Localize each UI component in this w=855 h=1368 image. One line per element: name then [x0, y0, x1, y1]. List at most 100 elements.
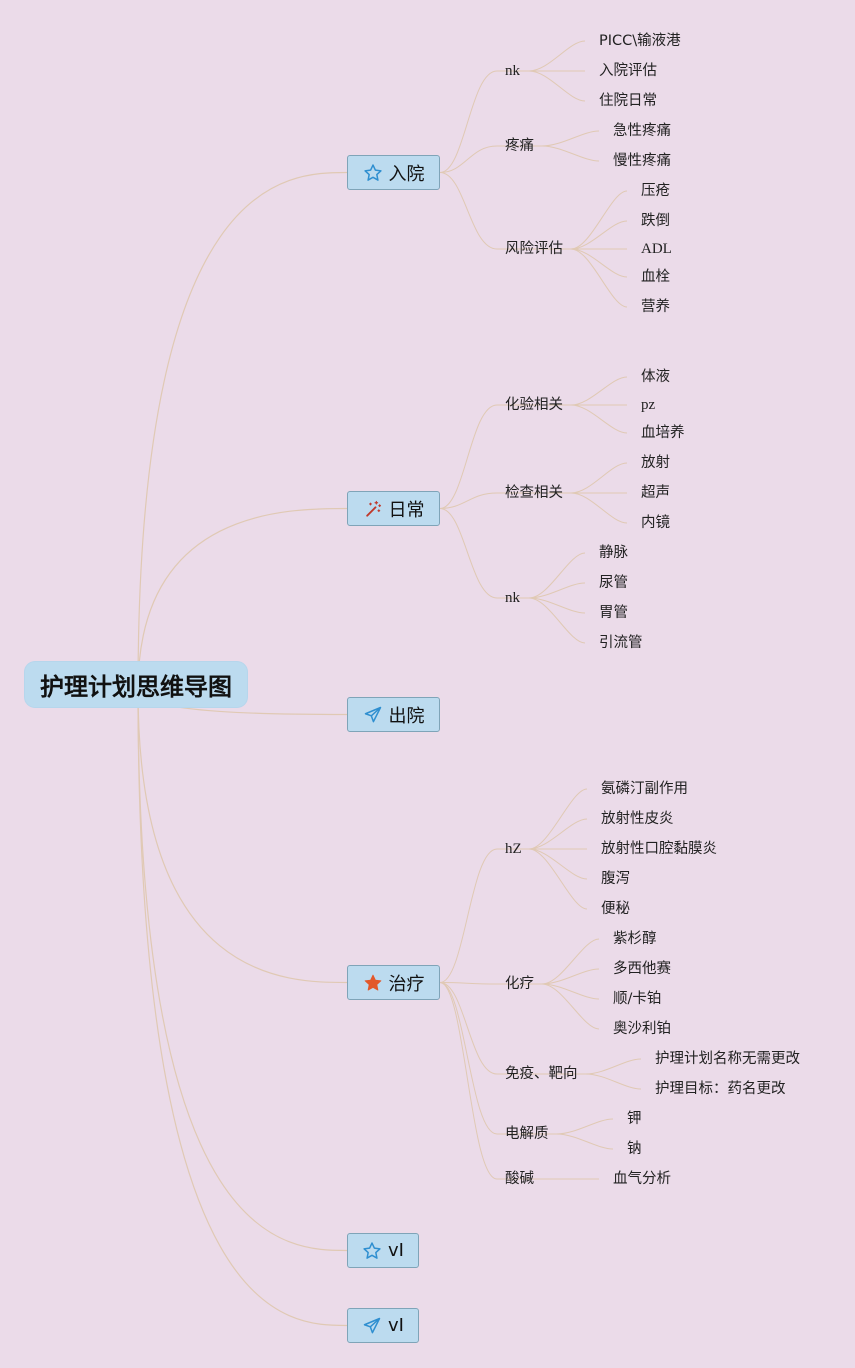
branch-label: 出院	[388, 705, 425, 727]
star-outline-icon	[362, 1241, 382, 1261]
leaf-topic[interactable]: 慢性疼痛	[613, 153, 671, 169]
connector-line	[137, 689, 348, 984]
subtopic[interactable]: hZ	[505, 841, 522, 857]
branch-label: 日常	[388, 499, 425, 521]
leaf-topic[interactable]: ADL	[641, 241, 672, 257]
leaf-topic[interactable]: 跌倒	[641, 213, 670, 229]
branch-label: vI	[388, 1240, 404, 1261]
leaf-topic[interactable]: 急性疼痛	[613, 123, 671, 139]
leaf-topic[interactable]: 营养	[641, 299, 670, 315]
branch-topic[interactable]: vI	[347, 1308, 419, 1343]
leaf-topic[interactable]: 腹泻	[601, 871, 630, 887]
connector-line	[439, 145, 498, 173]
leaf-topic[interactable]: 静脉	[599, 545, 628, 561]
connector-line	[528, 848, 588, 910]
connector-line	[570, 492, 628, 524]
connector-line	[585, 1073, 642, 1090]
branch-topic[interactable]: 日常	[347, 491, 440, 526]
connector-line	[570, 220, 628, 250]
leaf-topic[interactable]: 钠	[627, 1141, 642, 1157]
leaf-topic[interactable]: 护理目标：药名更改	[655, 1081, 786, 1097]
connector-line	[528, 818, 588, 850]
connector-line	[528, 552, 586, 599]
branch-label: vI	[388, 1315, 404, 1336]
branch-topic[interactable]: 出院	[347, 697, 440, 732]
connector-line	[439, 492, 498, 509]
leaf-topic[interactable]: 体液	[641, 369, 670, 385]
magic-wand-icon	[363, 499, 383, 519]
connector-line	[570, 404, 628, 434]
connector-line	[439, 172, 498, 250]
leaf-topic[interactable]: 引流管	[599, 635, 643, 651]
leaf-topic[interactable]: 多西他赛	[613, 961, 671, 977]
leaf-topic[interactable]: 内镜	[641, 515, 670, 531]
branch-topic[interactable]: 入院	[347, 155, 440, 190]
leaf-topic[interactable]: 压疮	[641, 183, 670, 199]
connector-line	[528, 582, 586, 599]
leaf-topic[interactable]: 便秘	[601, 901, 630, 917]
branch-label: 治疗	[388, 973, 425, 995]
connector-line	[585, 1058, 642, 1075]
leaf-topic[interactable]: 住院日常	[599, 93, 657, 109]
connector-line	[570, 190, 628, 250]
subtopic[interactable]: 酸碱	[505, 1171, 534, 1187]
subtopic[interactable]: 免疫、靶向	[505, 1066, 578, 1082]
leaf-topic[interactable]: 护理计划名称无需更改	[655, 1051, 800, 1067]
connector-line	[556, 1118, 614, 1135]
leaf-topic[interactable]: 顺/卡铂	[613, 991, 662, 1007]
root-topic[interactable]: 护理计划思维导图	[25, 662, 247, 707]
subtopic[interactable]: nk	[505, 590, 520, 606]
leaf-topic[interactable]: PICC\输液港	[599, 33, 681, 49]
leaf-topic[interactable]: 放射	[641, 455, 670, 471]
leaf-topic[interactable]: 血培养	[641, 425, 685, 441]
connector-line	[541, 130, 600, 147]
branch-topic[interactable]: 治疗	[347, 965, 440, 1000]
leaf-topic[interactable]: 入院评估	[599, 63, 657, 79]
connector-line	[528, 597, 586, 644]
leaf-topic[interactable]: 氨磷汀副作用	[601, 781, 688, 797]
leaf-topic[interactable]: 血气分析	[613, 1171, 671, 1187]
leaf-topic[interactable]: 超声	[641, 485, 670, 501]
subtopic[interactable]: nk	[505, 63, 520, 79]
leaf-topic[interactable]: 奥沙利铂	[613, 1021, 671, 1037]
connector-line	[439, 508, 498, 599]
connector-line	[137, 689, 348, 1327]
leaf-topic[interactable]: 钾	[627, 1111, 642, 1127]
leaf-topic[interactable]: 放射性口腔黏膜炎	[601, 841, 717, 857]
subtopic[interactable]: 化验相关	[505, 397, 563, 413]
connector-line	[570, 248, 628, 278]
subtopic[interactable]: 检查相关	[505, 485, 563, 501]
subtopic[interactable]: 疼痛	[505, 138, 534, 154]
connector-line	[439, 404, 498, 509]
leaf-topic[interactable]: 胃管	[599, 605, 628, 621]
paper-plane-icon	[363, 705, 383, 725]
star-outline-icon	[363, 163, 383, 183]
connector-line	[137, 689, 348, 1252]
subtopic[interactable]: 电解质	[505, 1126, 549, 1142]
connector-line	[570, 376, 628, 406]
connector-line	[528, 40, 586, 72]
leaf-topic[interactable]: 尿管	[599, 575, 628, 591]
connector-line	[570, 462, 628, 494]
subtopic[interactable]: 风险评估	[505, 241, 563, 257]
connector-line	[137, 507, 348, 691]
connector-line	[528, 70, 586, 102]
leaf-topic[interactable]: pz	[641, 397, 656, 413]
connector-line	[528, 788, 588, 850]
branch-label: 入院	[388, 163, 425, 185]
connector-line	[439, 982, 498, 1075]
leaf-topic[interactable]: 血栓	[641, 269, 670, 285]
connector-line	[528, 848, 588, 880]
paper-plane-icon	[362, 1316, 382, 1336]
connector-line	[541, 938, 600, 985]
connector-line	[439, 982, 498, 1135]
leaf-topic[interactable]: 放射性皮炎	[601, 811, 674, 827]
subtopic[interactable]: 化疗	[505, 976, 534, 992]
connector-line	[570, 248, 628, 308]
leaf-topic[interactable]: 紫杉醇	[613, 931, 657, 947]
branch-topic[interactable]: vI	[347, 1233, 419, 1268]
star-filled-icon	[363, 973, 383, 993]
connector-line	[556, 1133, 614, 1150]
connector-line	[541, 145, 600, 162]
